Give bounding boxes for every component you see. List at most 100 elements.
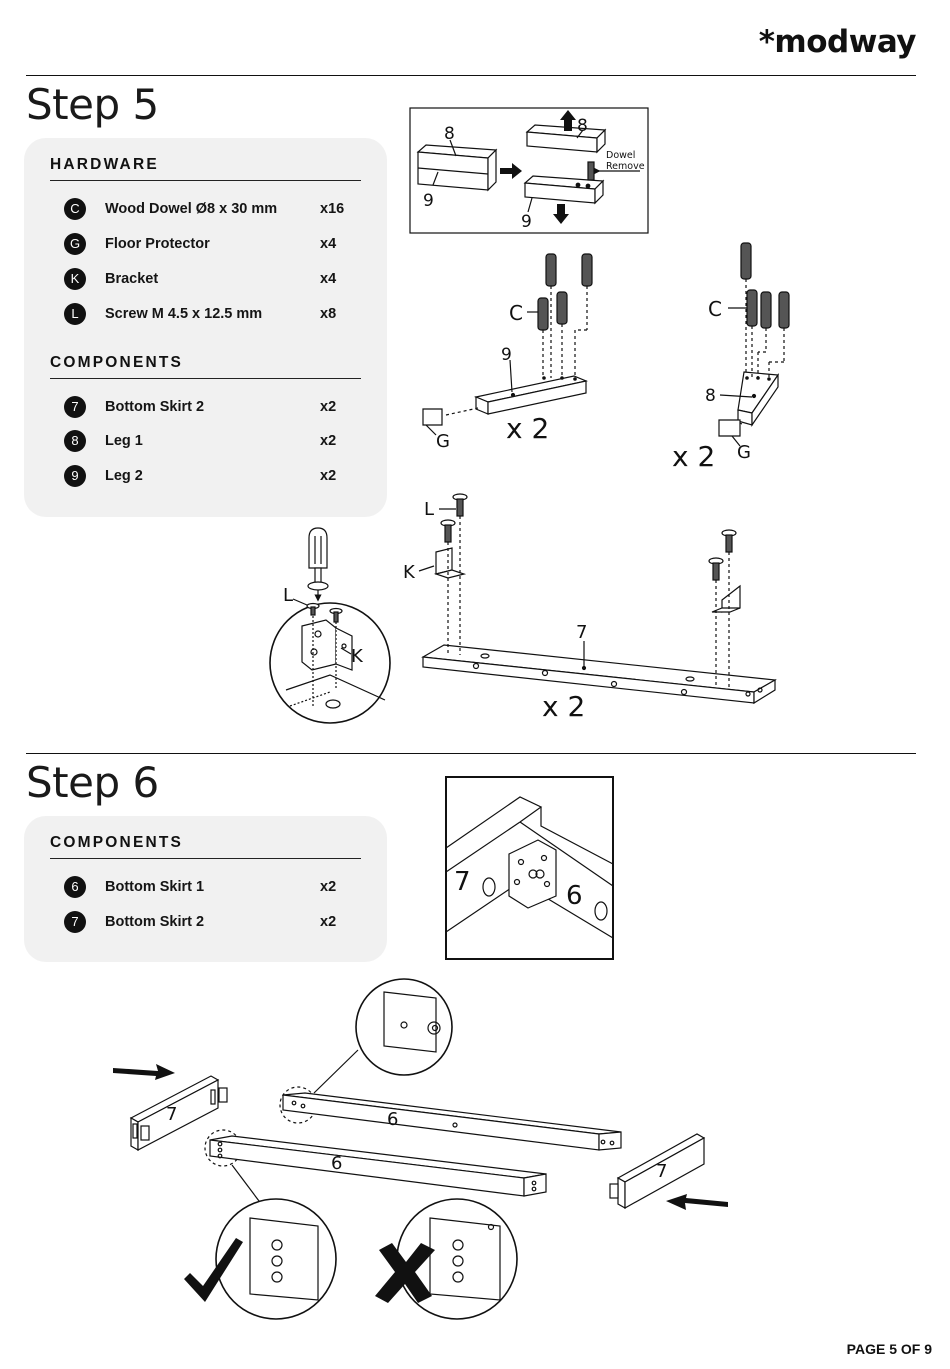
quantity-label: x 2 xyxy=(672,440,715,473)
components-heading: COMPONENTS xyxy=(50,354,361,379)
left-arrow-icon xyxy=(666,1194,728,1210)
part-badge: 7 xyxy=(64,911,86,933)
skirt7-label: 7 xyxy=(166,1104,177,1125)
hardware-row: C Wood Dowel Ø8 x 30 mm x16 xyxy=(64,198,354,222)
bracket-icon xyxy=(301,619,337,671)
skirt7-label: 7 xyxy=(454,867,471,897)
page-number: PAGE 5 OF 9 xyxy=(846,1341,932,1357)
bracket-icon xyxy=(508,839,557,909)
component-row: 9 Leg 2 x2 xyxy=(64,465,354,489)
cross-icon xyxy=(375,1243,435,1303)
components-heading: COMPONENTS xyxy=(50,834,361,859)
leg8-dowel-assembly xyxy=(718,242,790,447)
step6-parts-panel: COMPONENTS 6 Bottom Skirt 1 x2 7 Bottom … xyxy=(24,816,387,962)
part-name: Screw M 4.5 x 12.5 mm xyxy=(105,306,263,322)
dowel-icon xyxy=(740,242,790,329)
component-row: 7 Bottom Skirt 2 x2 xyxy=(64,911,354,935)
part-qty: x2 xyxy=(320,879,337,895)
dowel-remove-label: Dowel xyxy=(606,150,635,161)
part-name: Floor Protector xyxy=(105,236,210,252)
part-qty: x8 xyxy=(320,306,337,322)
part-badge: K xyxy=(64,268,86,290)
part-badge: 7 xyxy=(64,396,86,418)
dowel-remove-inset xyxy=(409,107,649,234)
part-name: Leg 1 xyxy=(105,433,143,449)
quantity-label: x 2 xyxy=(542,690,585,723)
hardware-row: K Bracket x4 xyxy=(64,268,354,292)
part9-label: 9 xyxy=(423,191,434,211)
part-badge: 6 xyxy=(64,876,86,898)
skirt7-label: 7 xyxy=(576,622,587,643)
corner-detail-box xyxy=(445,776,614,960)
dowel-label: C xyxy=(509,301,523,325)
right-arrow-icon xyxy=(113,1064,175,1080)
component-row: 8 Leg 1 x2 xyxy=(64,430,354,454)
component-row: 7 Bottom Skirt 2 x2 xyxy=(64,396,354,420)
part-qty: x4 xyxy=(320,271,337,287)
skirt7-label: 7 xyxy=(656,1161,667,1182)
dowel-remove-label: Remove xyxy=(606,161,645,172)
part8-label: 8 xyxy=(577,116,588,136)
right-arrow-icon xyxy=(500,163,522,179)
floor-protector-icon xyxy=(718,419,741,437)
floor-protector-label: G xyxy=(436,431,450,452)
dowel-icon xyxy=(537,253,593,331)
screw-icon xyxy=(306,602,343,623)
down-arrow-icon xyxy=(553,204,569,224)
part-name: Bracket xyxy=(105,271,159,287)
modway-logo: *modway xyxy=(758,24,917,60)
leg9-dowel-assembly xyxy=(422,253,593,436)
hardware-row: L Screw M 4.5 x 12.5 mm x8 xyxy=(64,303,354,327)
skirt6-label: 6 xyxy=(331,1153,342,1174)
part-qty: x2 xyxy=(320,399,337,415)
floor-protector-label: G xyxy=(737,442,751,463)
skirt7-bracket-assembly xyxy=(418,493,777,705)
dowel-icon xyxy=(587,161,595,181)
bracket-detail-magnifier xyxy=(269,527,391,724)
part-qty: x2 xyxy=(320,433,337,449)
part-badge: 8 xyxy=(64,430,86,452)
screw-icon xyxy=(440,493,737,581)
component-row: 6 Bottom Skirt 1 x2 xyxy=(64,876,354,900)
up-arrow-icon xyxy=(560,110,576,131)
screw-label: L xyxy=(424,499,434,520)
part-qty: x4 xyxy=(320,236,337,252)
part-badge: G xyxy=(64,233,86,255)
part-badge: L xyxy=(64,303,86,325)
step6-title: Step 6 xyxy=(26,758,159,807)
leg-pair-joined xyxy=(416,144,498,192)
step6-divider xyxy=(26,753,916,754)
quantity-label: x 2 xyxy=(506,412,549,445)
part-name: Leg 2 xyxy=(105,468,143,484)
skirt-layout-diagram xyxy=(113,978,728,1320)
step5-parts-panel: HARDWARE C Wood Dowel Ø8 x 30 mm x16 G F… xyxy=(24,138,387,517)
part9-label: 9 xyxy=(521,212,532,232)
skirt6-label: 6 xyxy=(566,881,583,911)
part9-label: 9 xyxy=(501,345,512,365)
part-name: Wood Dowel Ø8 x 30 mm xyxy=(105,201,278,217)
part-badge: 9 xyxy=(64,465,86,487)
part-qty: x2 xyxy=(320,468,337,484)
leg-piece-top xyxy=(525,124,607,154)
dowel-label: C xyxy=(708,297,722,321)
part-qty: x16 xyxy=(320,201,345,217)
leg-piece-bottom xyxy=(523,175,605,205)
screwdriver-icon xyxy=(308,527,328,569)
checkmark-icon xyxy=(184,1238,243,1302)
screw-label: L xyxy=(283,585,293,606)
part-name: Bottom Skirt 1 xyxy=(105,879,205,895)
part-name: Bottom Skirt 2 xyxy=(105,399,205,415)
hardware-heading: HARDWARE xyxy=(50,156,361,181)
part8-label: 8 xyxy=(705,386,716,406)
part8-label: 8 xyxy=(444,124,455,144)
step5-divider xyxy=(26,75,916,76)
bracket-label: K xyxy=(403,562,416,583)
floor-protector-icon xyxy=(422,408,443,426)
skirt6-label: 6 xyxy=(387,1109,398,1130)
part-badge: C xyxy=(64,198,86,220)
part-qty: x2 xyxy=(320,914,337,930)
step5-title: Step 5 xyxy=(26,80,159,129)
hardware-row: G Floor Protector x4 xyxy=(64,233,354,257)
part-name: Bottom Skirt 2 xyxy=(105,914,205,930)
